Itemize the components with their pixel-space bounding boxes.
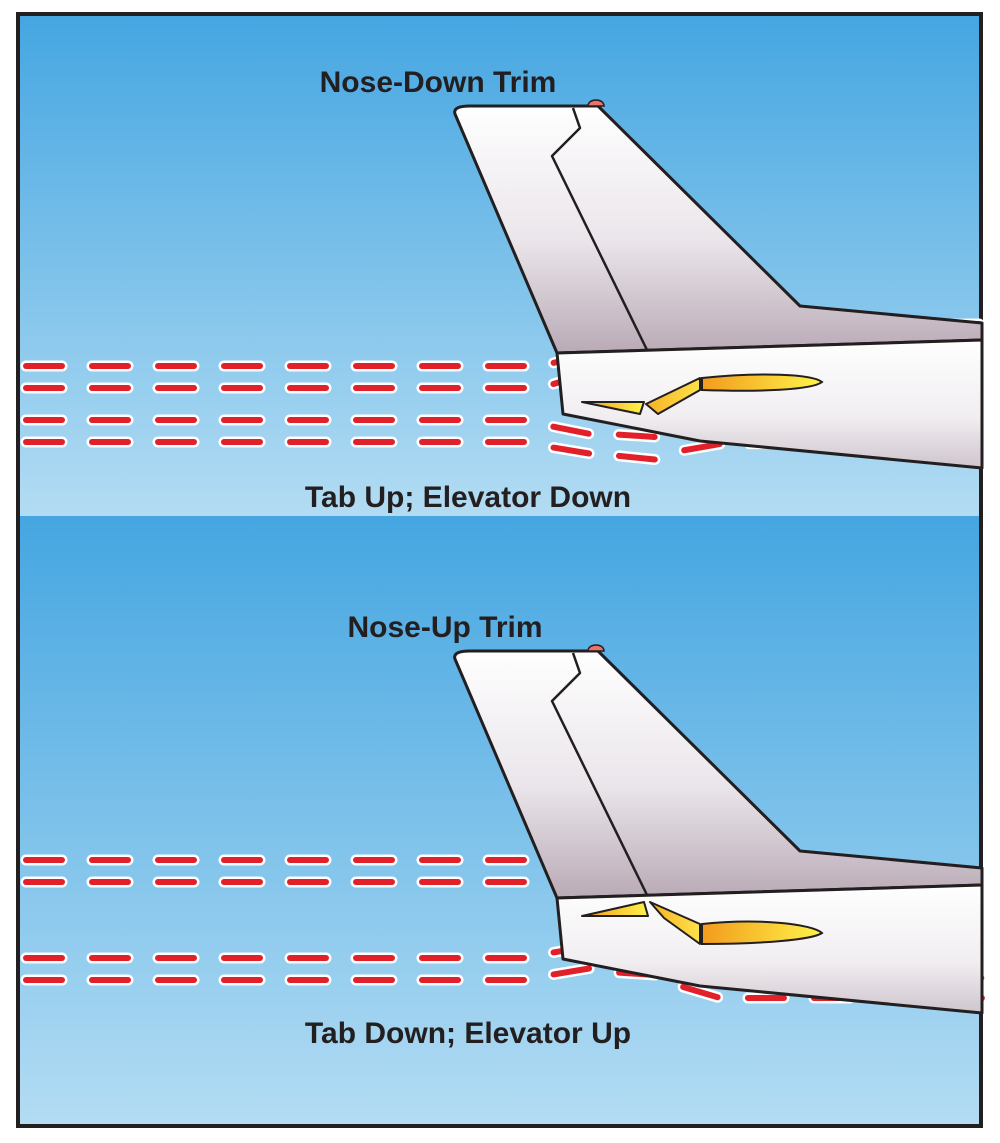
elevator-icon <box>645 377 701 415</box>
airflow-dash <box>550 423 592 437</box>
airflow-dash <box>680 983 721 1001</box>
airflow-dash <box>681 441 723 454</box>
sky-background <box>20 516 979 1124</box>
airflow-dash <box>550 444 593 457</box>
airflow-dash <box>550 965 593 978</box>
horizontal-stabilizer-icon <box>701 920 824 946</box>
panel-caption: Tab Down; Elevator Up <box>305 1017 631 1050</box>
trim-tab-icon <box>581 901 649 917</box>
panel-title: Nose-Down Trim <box>320 66 557 99</box>
panel-title: Nose-Up Trim <box>347 611 542 644</box>
airflow-dash <box>615 452 658 463</box>
elevator-icon <box>649 901 701 945</box>
panel-caption: Tab Up; Elevator Down <box>305 481 631 514</box>
trim-tab-icon <box>581 401 645 415</box>
horizontal-stabilizer-icon <box>701 373 824 392</box>
airflow-dash <box>615 431 658 440</box>
